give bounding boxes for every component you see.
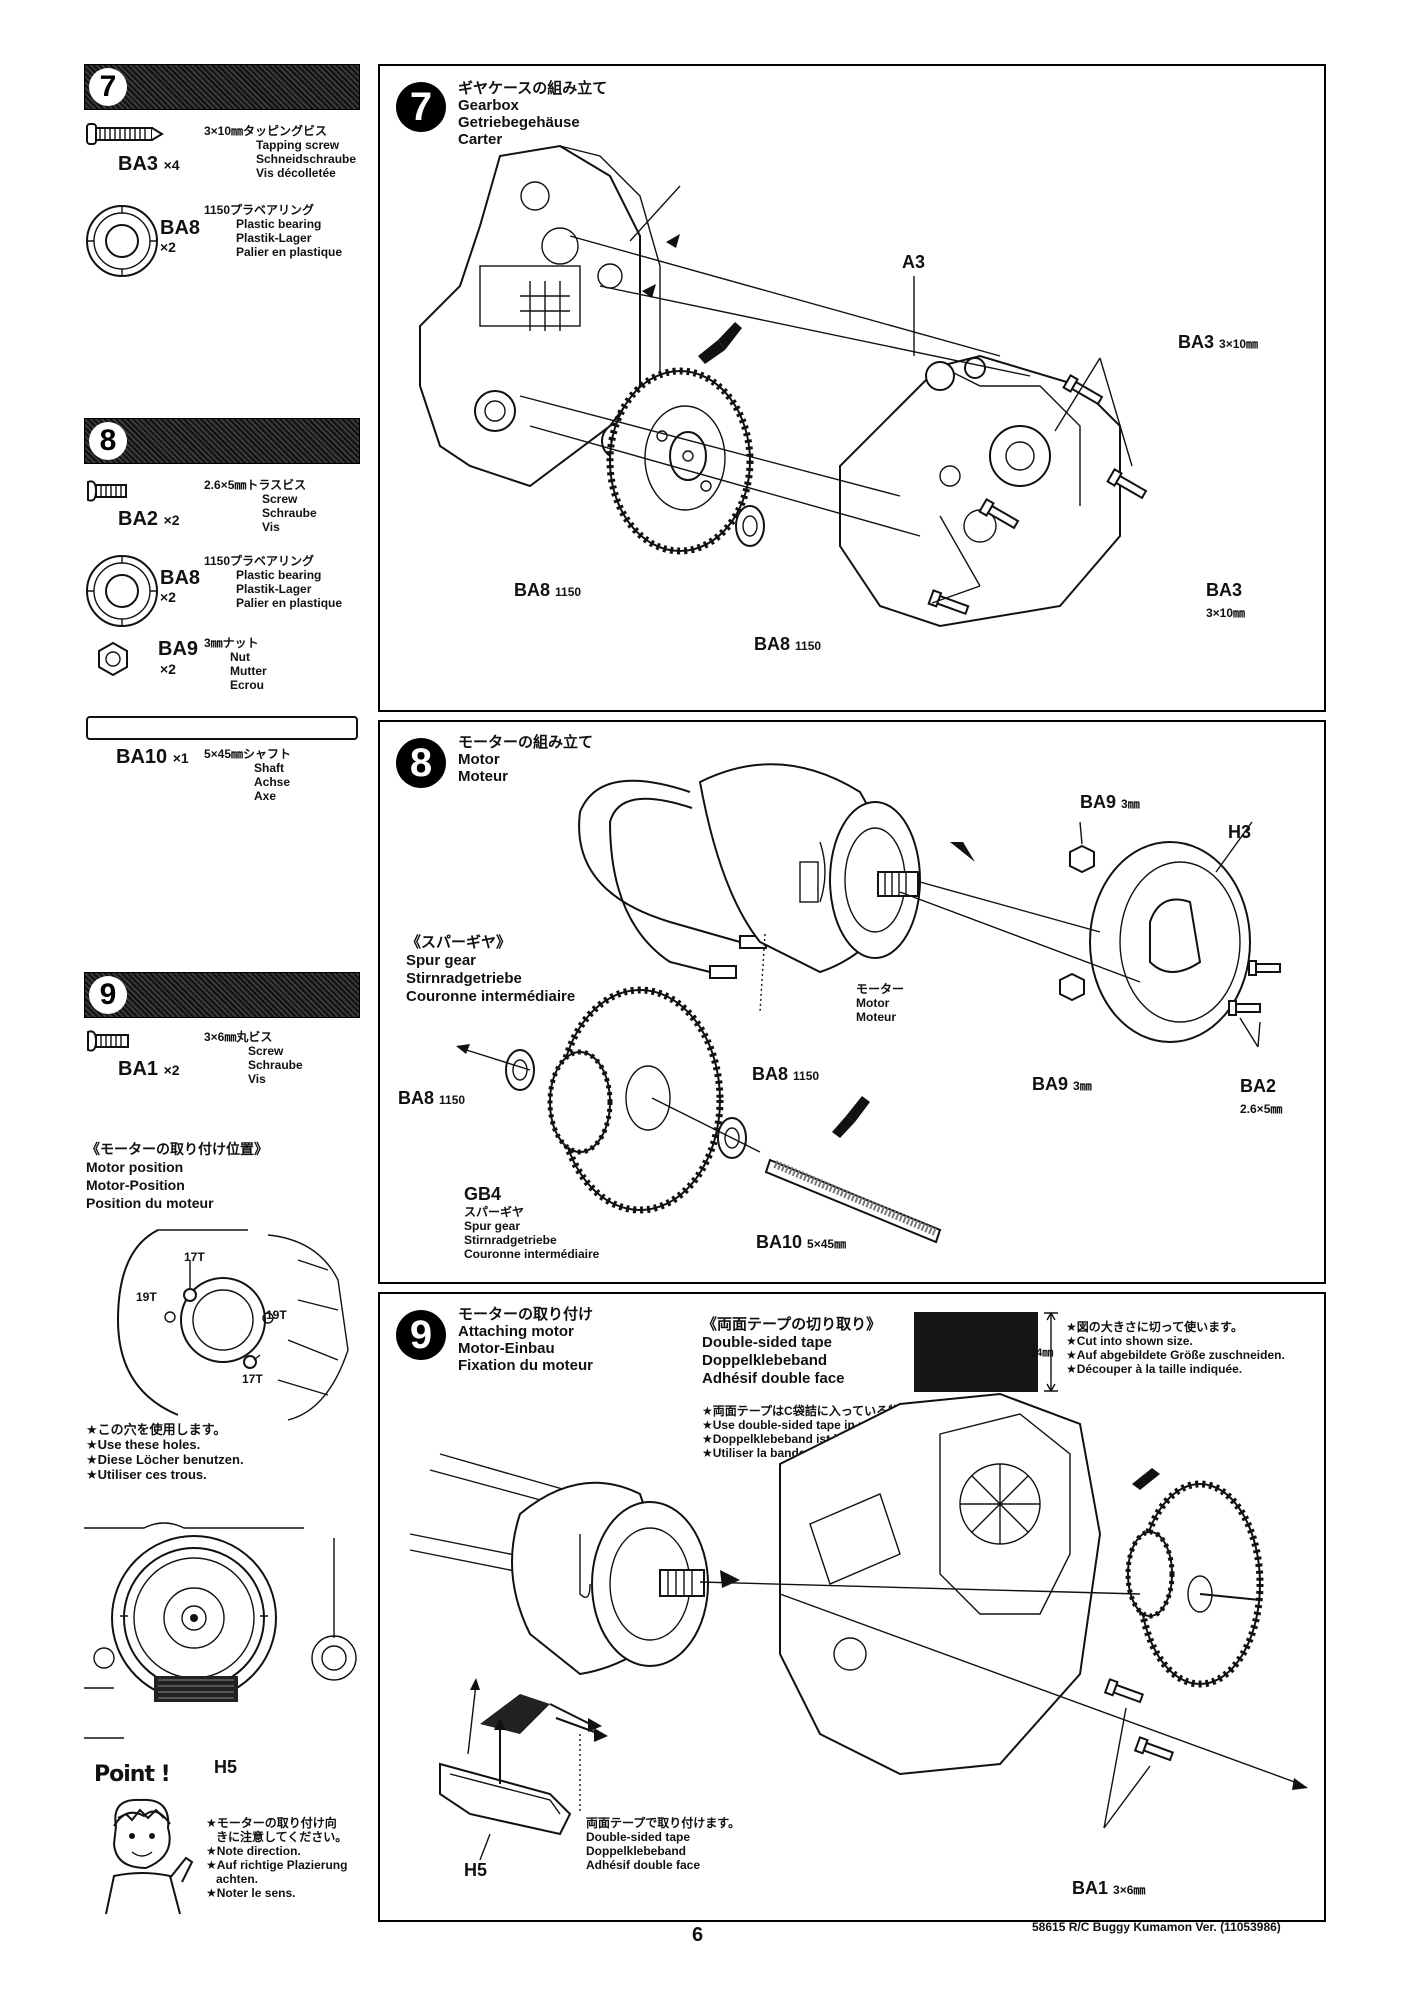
motor-assembly-diagram bbox=[456, 763, 1281, 1244]
cut-note: ★図の大きさに切って使います。 ★Cut into shown size. ★A… bbox=[1066, 1320, 1285, 1376]
shaft-icon bbox=[86, 716, 358, 740]
teeth-19t-right: 19T bbox=[266, 1308, 287, 1322]
label-ba8-mid: BA8 1150 bbox=[754, 634, 822, 654]
h5-label: H5 bbox=[214, 1757, 238, 1777]
step7-panel: 7 ギヤケースの組み立て Gearbox Getriebegehäuse Car… bbox=[378, 64, 1326, 712]
step9-sidebar-header: 9 bbox=[84, 972, 360, 1018]
screw-icon bbox=[87, 480, 127, 502]
round-screw-icon bbox=[87, 1030, 129, 1052]
step8-panel: 8 モーターの組み立て Motor Moteur bbox=[378, 720, 1326, 1284]
part-ba8-desc: 1150プラベアリング Plastic bearing Plastik-Lage… bbox=[204, 203, 343, 259]
motor-mount-holes-diagram bbox=[116, 1229, 349, 1421]
label-ba9-bottom: BA9 3㎜ bbox=[1032, 1074, 1092, 1094]
part-ba8-code: BA8 bbox=[160, 217, 201, 239]
part-ba8-qty: ×2 bbox=[160, 239, 176, 255]
holes-note: ★この穴を使用します。 ★Use these holes. ★Diese Löc… bbox=[86, 1422, 244, 1482]
tape-heading: 《両面テープの切り取り》 Double-sided tape Doppelkle… bbox=[702, 1316, 882, 1387]
spur-gear-note: 《スパーギヤ》 Spur gear Stirnradgetriebe Couro… bbox=[406, 934, 576, 1005]
step7-title: ギヤケースの組み立て Gearbox Getriebegehäuse Carte… bbox=[458, 80, 608, 148]
step8-sidebar-header: 8 bbox=[84, 418, 360, 464]
page-number: 6 bbox=[692, 1924, 704, 1946]
label-ba1: BA1 3×6㎜ bbox=[1072, 1878, 1146, 1898]
teeth-17t-top: 17T bbox=[184, 1250, 205, 1264]
label-h3: H3 bbox=[1228, 822, 1252, 842]
gb4-label: GB4 スパーギヤ Spur gear Stirnradgetriebe Cou… bbox=[464, 1184, 600, 1261]
point-title: Point ! bbox=[94, 1762, 171, 1787]
part-ba2-desc: 2.6×5㎜トラスビス Screw Schraube Vis bbox=[204, 478, 317, 534]
plastic-bearing-icon bbox=[86, 205, 158, 277]
part-ba10-code: BA10 ×1 bbox=[116, 746, 189, 768]
part-ba9-desc: 3㎜ナット Nut Mutter Ecrou bbox=[204, 636, 267, 692]
label-ba3-top: BA3 3×10㎜ bbox=[1178, 332, 1259, 352]
teeth-17t-bottom: 17T bbox=[242, 1372, 263, 1386]
tapping-screw-icon bbox=[86, 123, 164, 145]
mascot-icon bbox=[105, 1798, 194, 1915]
attach-note: 両面テープで取り付けます。 Double-sided tape Doppelkl… bbox=[586, 1816, 741, 1872]
label-ba8-left: BA8 1150 bbox=[514, 580, 582, 600]
part-ba2-code: BA2 ×2 bbox=[118, 508, 180, 530]
step7-sidebar-number: 7 bbox=[89, 68, 127, 106]
gearbox-exploded-diagram bbox=[419, 144, 1148, 628]
label-h5: H5 bbox=[464, 1860, 488, 1880]
part-ba3-desc: 3×10㎜タッピングビス Tapping screw Schneidschrau… bbox=[204, 124, 357, 180]
motor-position-heading: 《モーターの取り付け位置》 Motor position Motor-Posit… bbox=[86, 1141, 268, 1211]
step8-sidebar-number: 8 bbox=[89, 422, 127, 460]
step9-panel: 9 モーターの取り付け Attaching motor Motor-Einbau… bbox=[378, 1292, 1326, 1922]
point-note: ★モーターの取り付け向 きに注意してください。 ★Note direction.… bbox=[206, 1816, 348, 1900]
step7-number: 7 bbox=[396, 82, 446, 132]
part-ba1-code: BA1 ×2 bbox=[118, 1058, 180, 1080]
step9-title: モーターの取り付け Attaching motor Motor-Einbau F… bbox=[458, 1306, 594, 1374]
tape-sample bbox=[914, 1312, 1038, 1392]
part-ba9-code: BA9 bbox=[158, 638, 199, 660]
document-id: 58615 R/C Buggy Kumamon Ver. (11053986) bbox=[1032, 1920, 1281, 1934]
step9-number: 9 bbox=[396, 1310, 446, 1360]
part-ba10-desc: 5×45㎜シャフト Shaft Achse Axe bbox=[204, 747, 292, 803]
step8-number: 8 bbox=[396, 738, 446, 788]
motor-label: モーター Motor Moteur bbox=[856, 982, 905, 1024]
step8-title: モーターの組み立て Motor Moteur bbox=[458, 734, 594, 785]
tape-dimension bbox=[1044, 1311, 1058, 1393]
teeth-19t-left: 19T bbox=[136, 1290, 157, 1304]
hex-nut-icon bbox=[98, 641, 128, 677]
part-ba8-desc: 1150プラベアリング Plastic bearing Plastik-Lage… bbox=[204, 554, 343, 610]
label-ba8-left: BA8 1150 bbox=[398, 1088, 466, 1108]
step9-sidebar-number: 9 bbox=[89, 976, 127, 1014]
part-ba3-code: BA3 ×4 bbox=[118, 153, 180, 175]
part-ba8-qty: ×2 bbox=[160, 589, 176, 605]
part-ba9-qty: ×2 bbox=[160, 661, 176, 677]
attaching-motor-diagram bbox=[409, 1392, 1308, 1861]
step7-sidebar-header: 7 bbox=[84, 64, 360, 110]
label-ba10: BA10 5×45㎜ bbox=[756, 1232, 847, 1252]
label-ba9-top: BA9 3㎜ bbox=[1080, 792, 1140, 812]
motor-orientation-diagram bbox=[84, 1522, 357, 1739]
part-ba8-code: BA8 bbox=[160, 567, 201, 589]
label-a3: A3 bbox=[902, 252, 926, 272]
part-ba1-desc: 3×6㎜丸ビス Screw Schraube Vis bbox=[204, 1030, 303, 1086]
label-ba8-right: BA8 1150 bbox=[752, 1064, 820, 1084]
tape-size-label: 14㎜ bbox=[1030, 1347, 1054, 1359]
plastic-bearing-icon bbox=[86, 555, 158, 627]
